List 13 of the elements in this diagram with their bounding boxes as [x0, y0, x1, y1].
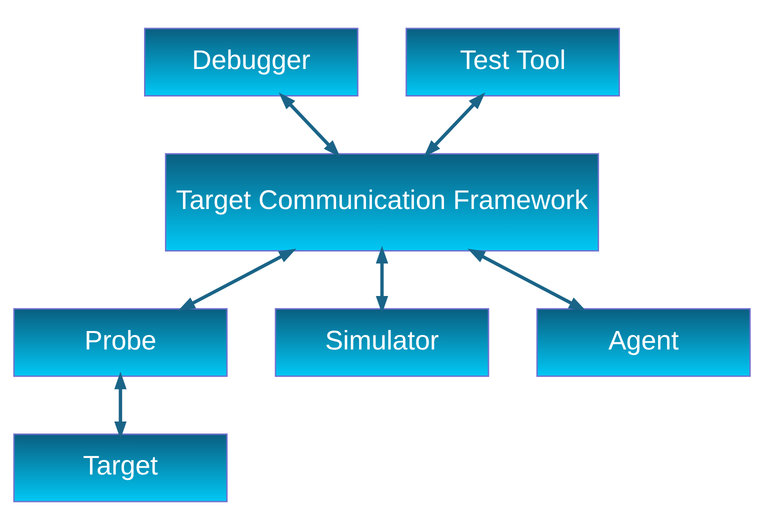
node-box: Target Communication Framework — [164, 152, 600, 252]
arrow — [424, 92, 486, 157]
node-box: Target — [13, 433, 228, 502]
node-box: Probe — [13, 308, 228, 376]
node-box: Debugger — [144, 27, 358, 96]
node-box: Simulator — [274, 308, 490, 376]
arrow — [178, 248, 297, 311]
arrow — [114, 371, 127, 439]
node-box: Agent — [536, 308, 751, 376]
arrow — [467, 248, 586, 311]
node-box: Test Tool — [406, 27, 620, 96]
arrow — [376, 245, 388, 314]
arrow — [278, 92, 340, 157]
